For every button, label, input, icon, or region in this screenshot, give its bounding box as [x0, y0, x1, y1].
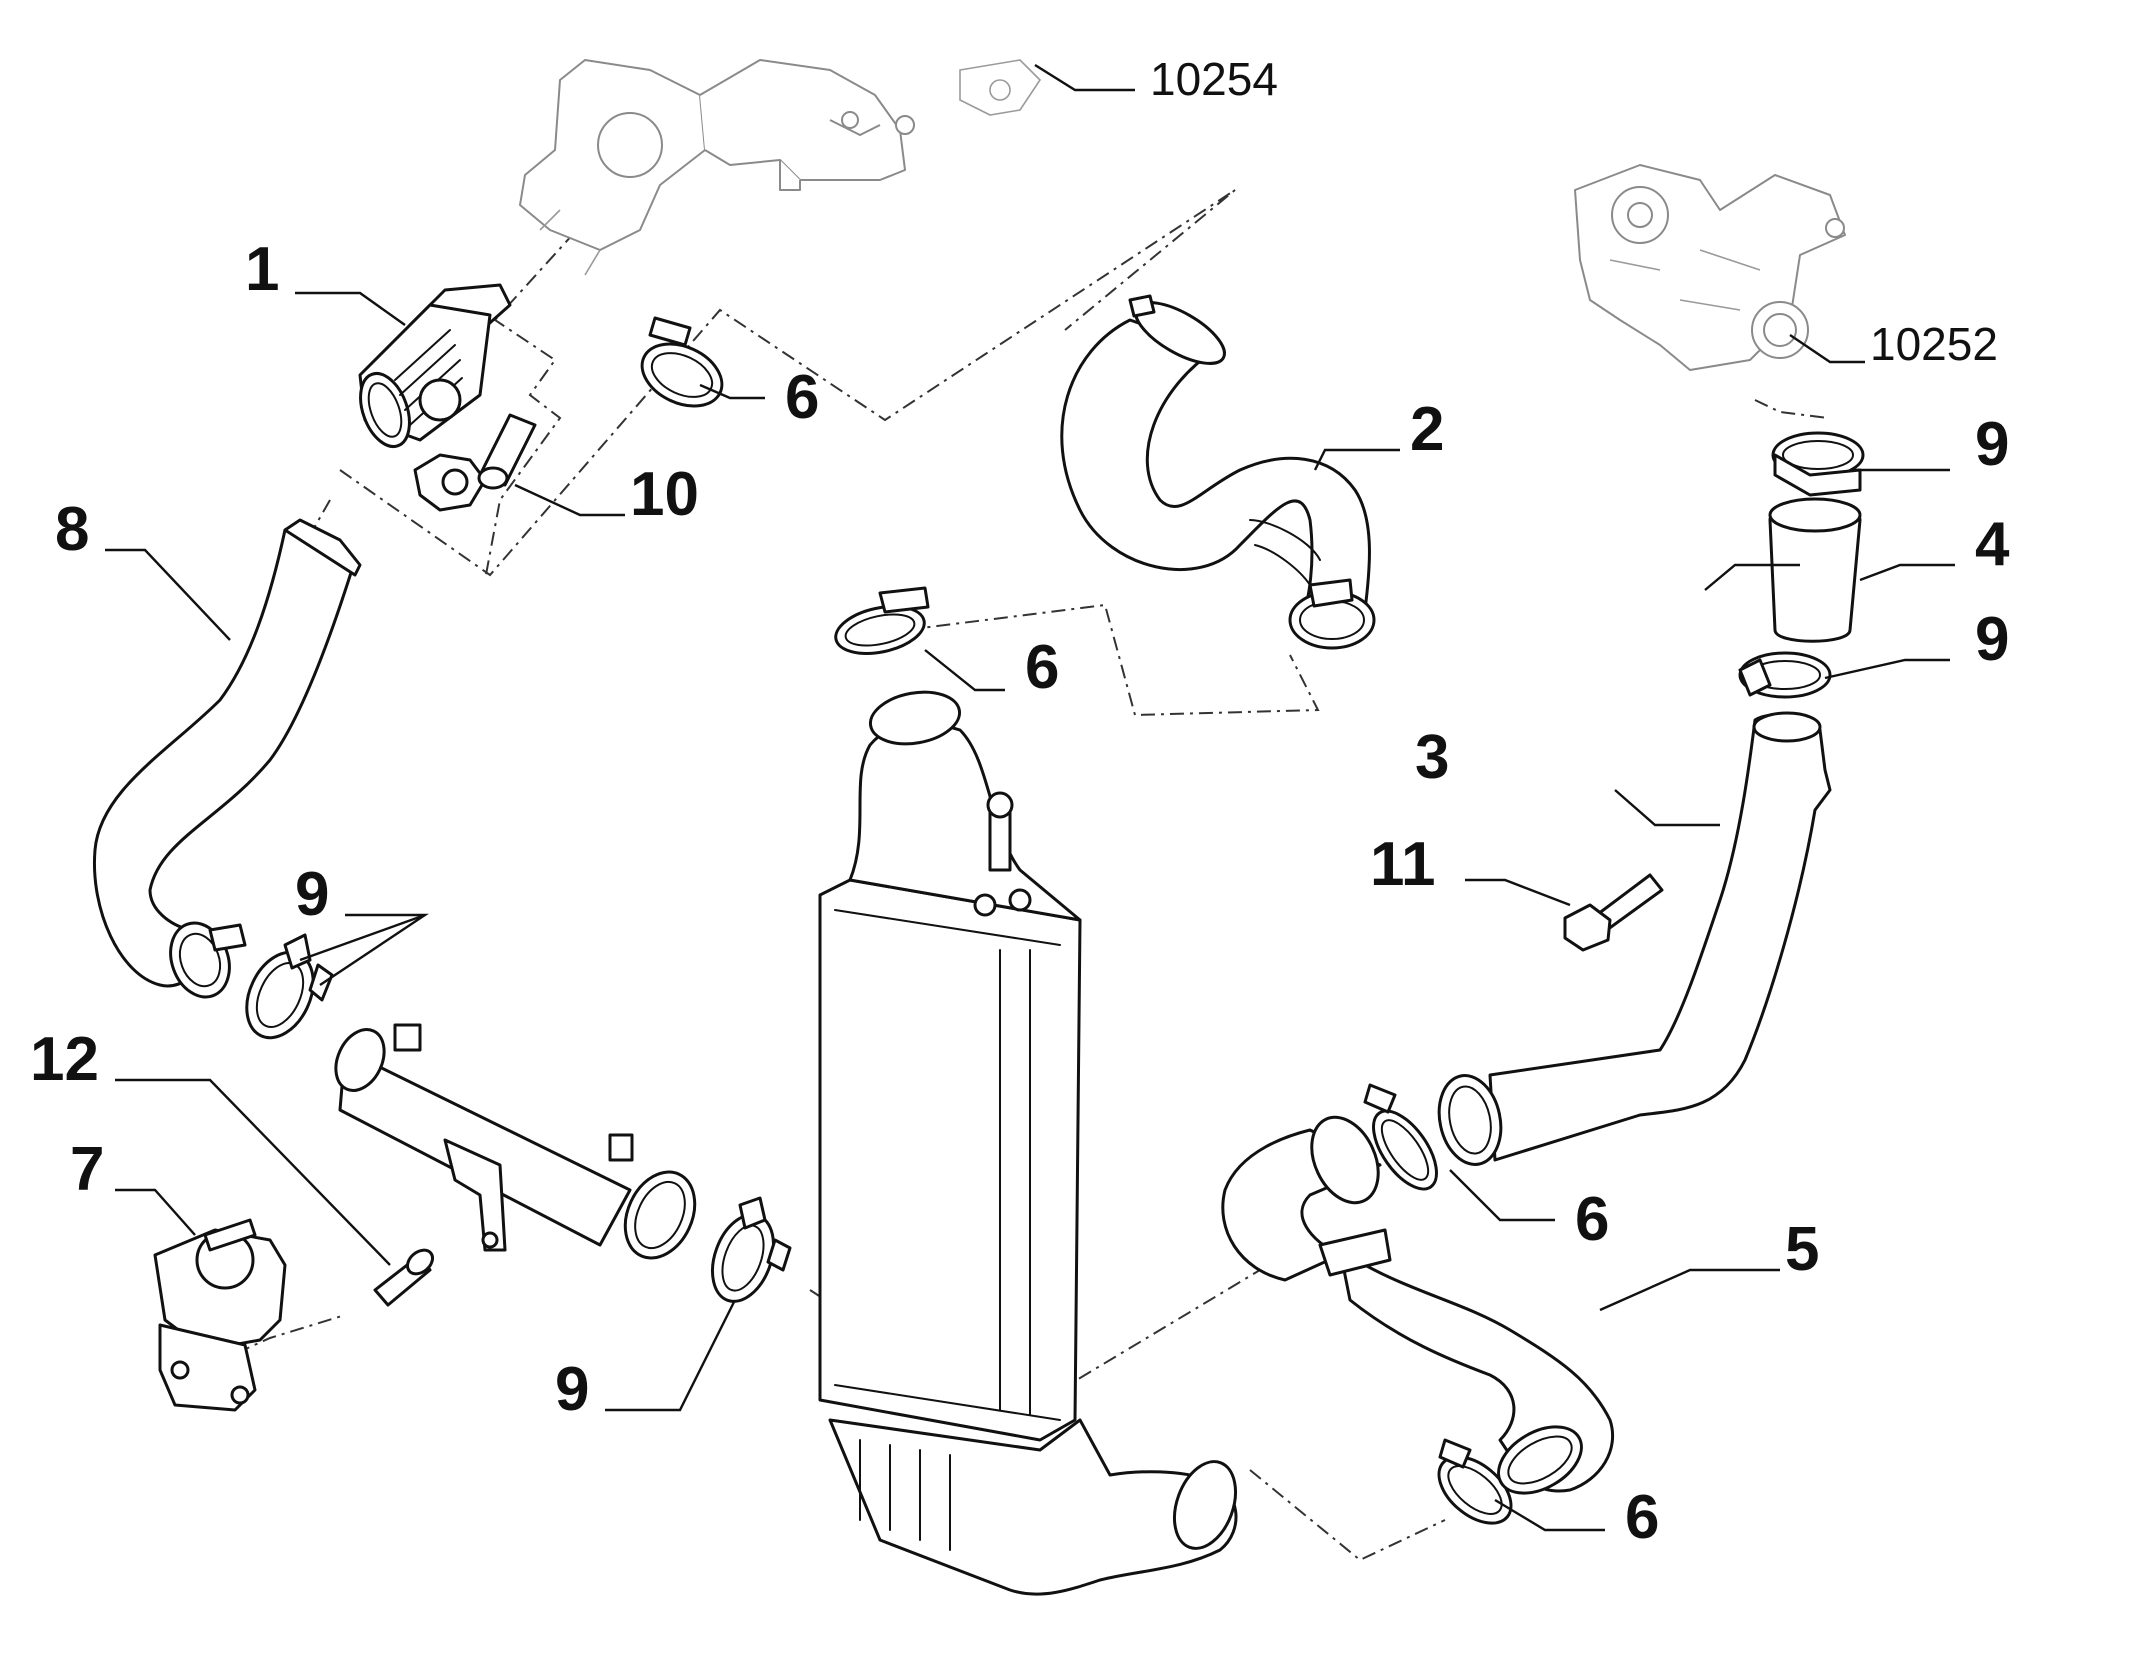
- callout-8: 8: [55, 495, 89, 564]
- hose-clamp-9-turbo-bottom: [1738, 651, 1832, 699]
- bolt-part-12: [373, 1248, 435, 1307]
- callout-4: 4: [1975, 510, 2010, 579]
- callout-2: 2: [1410, 395, 1444, 464]
- callout-10: 10: [630, 460, 699, 529]
- callout-5: 5: [1785, 1215, 1819, 1284]
- hose-part-5: [1221, 1115, 1615, 1495]
- hose-clamp-6-hose5-bottom: [1437, 1438, 1513, 1525]
- callout-9-turbo-top: 9: [1975, 410, 2009, 479]
- callout-1: 1: [245, 235, 279, 304]
- bolt-part-11: [1563, 873, 1664, 952]
- callout-6-hose5-top: 6: [1575, 1185, 1609, 1254]
- callout-11: 11: [1370, 830, 1436, 899]
- turbocharger-reference: [1574, 164, 1846, 371]
- hose-clamp-6-hose5-top: [1363, 1083, 1438, 1191]
- pressure-solenoid-valve-part-7: [153, 1218, 287, 1412]
- callout-labels: 1 2 3 4 5 6 6 6 6 7 8 9 9 9 9 10 11 12 1…: [30, 53, 2010, 1552]
- intercooler-pipe-part-12: [334, 1023, 697, 1260]
- hose-clamp-6-intercooler: [834, 586, 930, 655]
- callout-7: 7: [70, 1135, 104, 1204]
- throttle-body: [358, 283, 512, 512]
- hose-clamp-9-bottom: [711, 1196, 792, 1303]
- hose-clamp-9-turbo-top: [1771, 431, 1865, 497]
- reference-10252: 10252: [1870, 318, 1998, 370]
- hose-part-8: [92, 518, 362, 999]
- bolt-part-10: [477, 413, 537, 490]
- callout-9-turbo-bottom: 9: [1975, 605, 2009, 674]
- callout-6-hose5-bottom: 6: [1625, 1483, 1659, 1552]
- reference-10254: 10254: [1150, 53, 1278, 105]
- callout-9-bottom: 9: [555, 1355, 589, 1424]
- callout-12: 12: [30, 1025, 99, 1094]
- hose-clamp-6-top: [640, 316, 724, 408]
- leader-lines: [105, 63, 1955, 1532]
- callout-6-intercooler: 6: [1025, 633, 1059, 702]
- callout-6-top: 6: [785, 363, 819, 432]
- hose-part-2: [1060, 294, 1376, 650]
- intercooler: [818, 690, 1238, 1596]
- hose-part-3: [1437, 711, 1832, 1166]
- intake-manifold-reference: [519, 59, 1042, 276]
- callout-3: 3: [1415, 723, 1449, 792]
- sleeve-part-4: [1768, 497, 1862, 643]
- callout-9-left: 9: [295, 860, 329, 929]
- hose-clamp-9-left: [245, 933, 334, 1040]
